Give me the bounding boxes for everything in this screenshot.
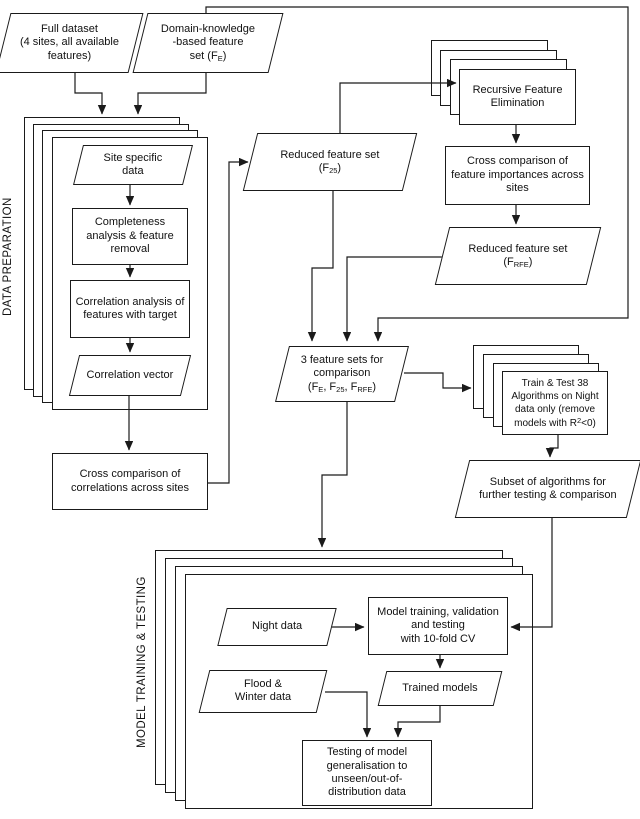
node-completeness-analysis: Completeness analysis & feature removal <box>72 208 188 265</box>
node-site-specific-data: Site specific data <box>73 145 193 185</box>
edge-fe-top-route <box>205 6 629 342</box>
edge-frfe-to-threesets <box>342 256 443 342</box>
node-trained-models: Trained models <box>377 671 503 706</box>
node-flood-winter-data: Flood & Winter data <box>198 670 328 713</box>
node-testing-generalisation: Testing of model generalisation to unsee… <box>302 740 432 806</box>
node-subset-of-algorithms: Subset of algorithms for further testing… <box>454 460 640 518</box>
node-model-training-cv: Model training, validation and testing w… <box>368 597 508 655</box>
node-reduced-feature-set-frfe: Reduced feature set (FRFE) <box>434 227 602 285</box>
node-three-feature-sets: 3 feature sets for comparison (FE, F25, … <box>275 346 409 402</box>
node-cross-comparison-correlations: Cross comparison of correlations across … <box>52 453 208 510</box>
section-label-data-preparation: DATA PREPARATION <box>2 197 14 317</box>
edge-domainset-to-stack <box>133 73 207 115</box>
edge-threesets-to-modelstack <box>317 402 348 548</box>
edge-threesets-to-traintest <box>404 372 472 393</box>
edge-traintest-to-subset <box>545 435 559 458</box>
node-correlation-vector: Correlation vector <box>68 355 192 396</box>
node-night-data: Night data <box>217 608 337 646</box>
edge-f25-to-rfe <box>339 78 457 133</box>
edge-crosscorr-to-f25 <box>208 157 249 484</box>
edge-f25-to-threesets <box>307 191 334 342</box>
edge-subset-to-modeltraining <box>510 518 553 632</box>
node-recursive-feature-elimination: Recursive Feature Elimination <box>459 69 576 125</box>
node-reduced-feature-set-f25: Reduced feature set (F25) <box>242 133 418 191</box>
node-domain-feature-set: Domain-knowledge -based feature set (FE) <box>132 13 284 73</box>
node-cross-comparison-importances: Cross comparison of feature importances … <box>445 146 590 205</box>
section-label-model-training-testing: MODEL TRAINING & TESTING <box>136 576 148 748</box>
node-train-test-algorithms: Train & Test 38 Algorithms on Night data… <box>502 371 608 435</box>
node-full-dataset: Full dataset (4 sites, all available fea… <box>0 13 144 73</box>
edge-floodwinter-to-testing <box>325 691 372 738</box>
edge-fulldataset-to-stack <box>74 73 107 115</box>
edge-trainedmodels-to-testing <box>393 706 441 738</box>
node-correlation-analysis: Correlation analysis of features with ta… <box>70 280 190 338</box>
